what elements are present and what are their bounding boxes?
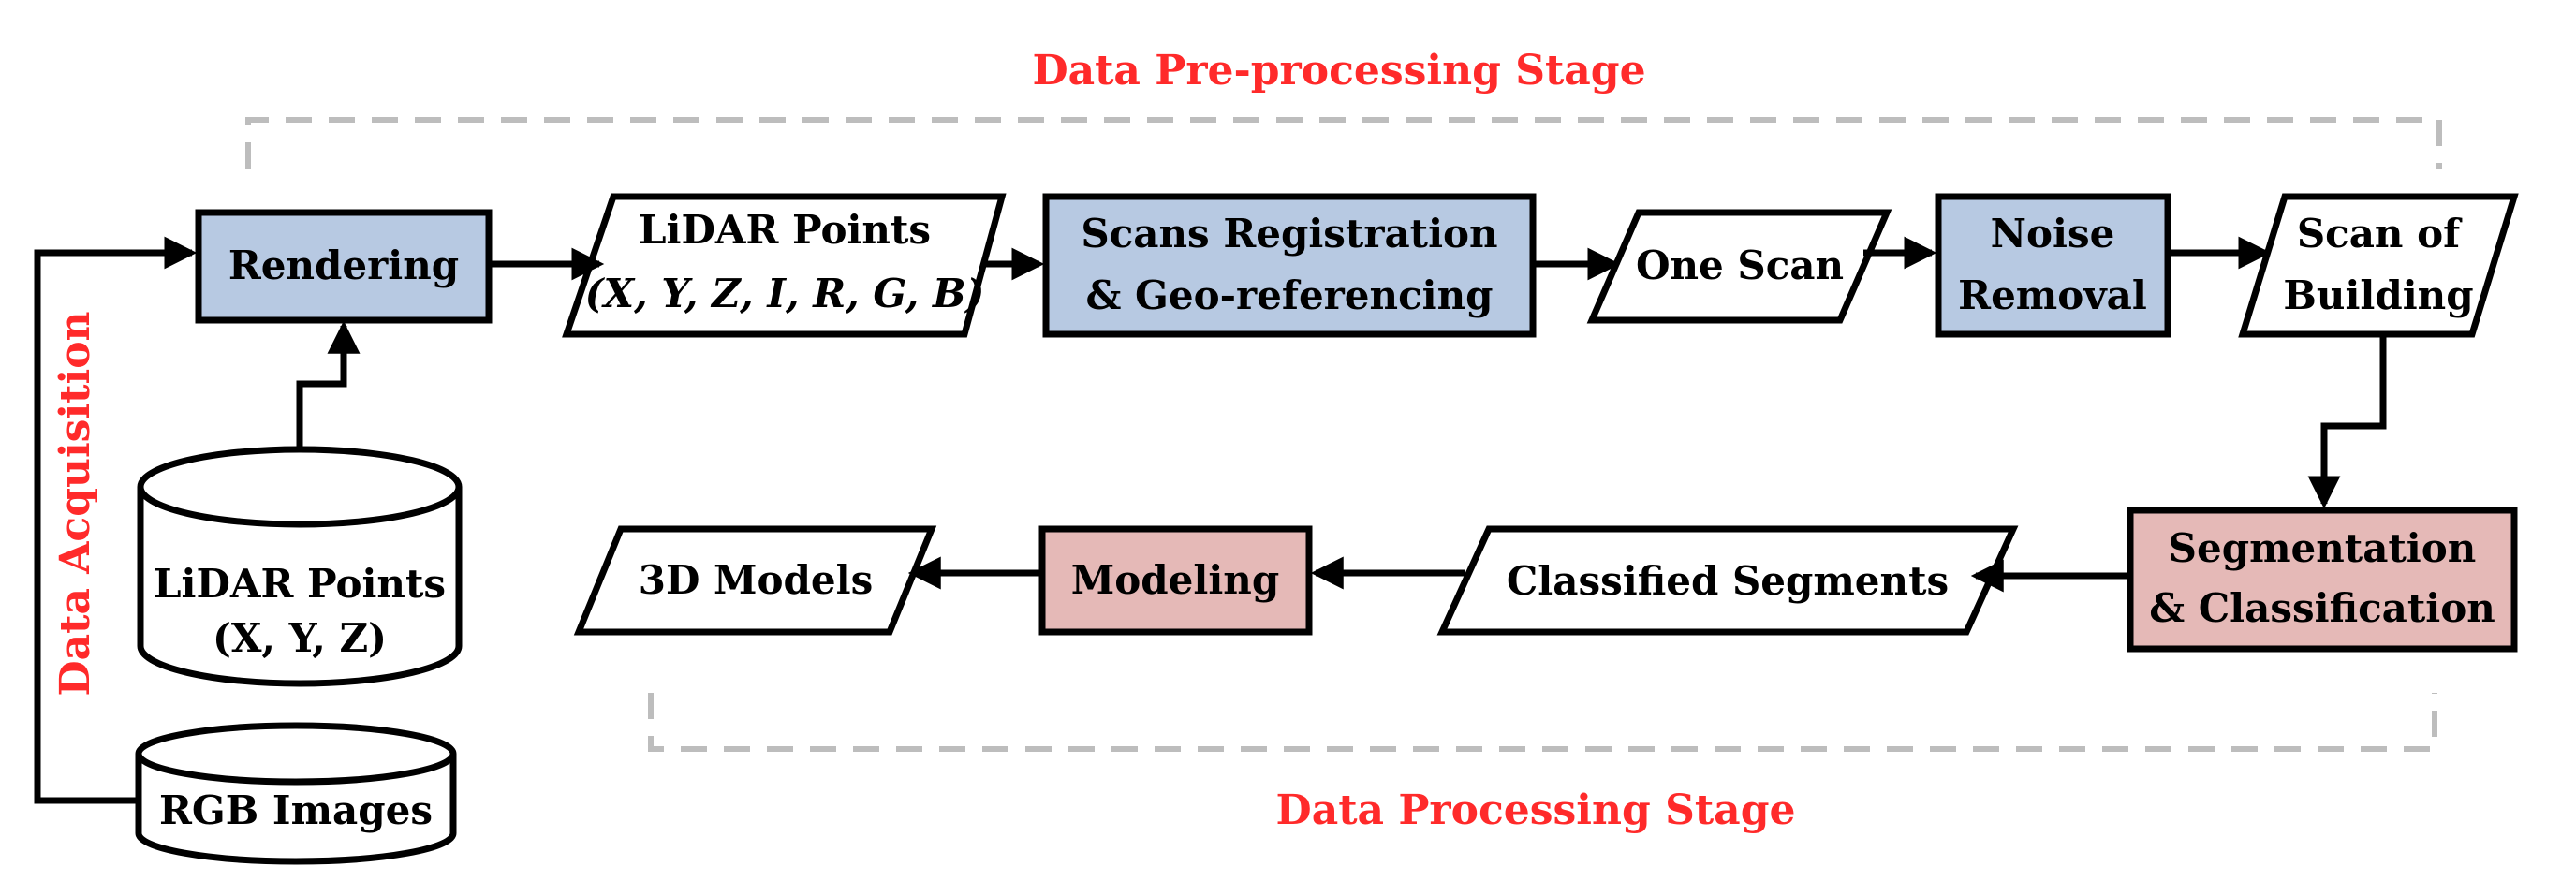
- noise-removal-line-2: Removal: [1958, 272, 2147, 318]
- one-scan-node: One Scan: [1586, 209, 1892, 324]
- segmentation-line-2: & Classification: [2149, 585, 2495, 631]
- segmentation-node: Segmentation & Classification: [2127, 507, 2518, 653]
- noise-removal-line-1: Noise: [1991, 211, 2115, 257]
- lidar-points-database: LiDAR Points (X, Y, Z): [137, 446, 463, 687]
- arrow-building-to-segmentation: [2307, 334, 2387, 509]
- classified-segments-label: Classified Segments: [1507, 558, 1949, 604]
- rendering-node: Rendering: [195, 209, 493, 324]
- scans-registration-line-2: & Geo-referencing: [1085, 272, 1493, 318]
- scans-registration-line-1: Scans Registration: [1081, 211, 1497, 257]
- models-3d-node: 3D Models: [573, 525, 937, 636]
- scan-building-line-1: Scan of: [2297, 211, 2463, 257]
- scan-of-building-node: Scan of Building: [2238, 193, 2519, 338]
- preprocessing-stage-bracket: [245, 117, 2442, 169]
- modeling-label: Modeling: [1071, 557, 1279, 603]
- noise-removal-node: Noise Removal: [1935, 193, 2171, 338]
- lidar-db-line-2: (X, Y, Z): [213, 615, 387, 661]
- lidar-full-line-2: (X, Y, Z, I, R, G, B): [585, 271, 985, 316]
- rendering-label: Rendering: [228, 242, 459, 288]
- rgb-images-database: RGB Images: [135, 722, 457, 865]
- arrow-lidar-to-rendering: [296, 320, 361, 449]
- arrow-rgb-to-rendering: [34, 236, 198, 804]
- processing-stage-bracket: [648, 693, 2437, 752]
- modeling-node: Modeling: [1038, 525, 1313, 636]
- lidar-points-full-node: LiDAR Points (X, Y, Z, I, R, G, B): [562, 193, 1007, 338]
- rgb-db-label: RGB Images: [159, 787, 433, 833]
- models-3d-label: 3D Models: [639, 557, 873, 603]
- classified-segments-node: Classified Segments: [1436, 525, 2019, 636]
- acquisition-stage-title: Data Acquisition: [52, 311, 99, 696]
- one-scan-label: One Scan: [1636, 242, 1844, 288]
- preprocessing-stage-title: Data Pre-processing Stage: [1032, 47, 1645, 95]
- processing-stage-title: Data Processing Stage: [1276, 786, 1796, 834]
- scan-building-line-2: Building: [2283, 272, 2473, 318]
- lidar-full-line-1: LiDAR Points: [639, 207, 931, 253]
- segmentation-line-1: Segmentation: [2169, 525, 2477, 571]
- lidar-db-line-1: LiDAR Points: [154, 561, 446, 607]
- scans-registration-node: Scans Registration & Geo-referencing: [1042, 193, 1537, 338]
